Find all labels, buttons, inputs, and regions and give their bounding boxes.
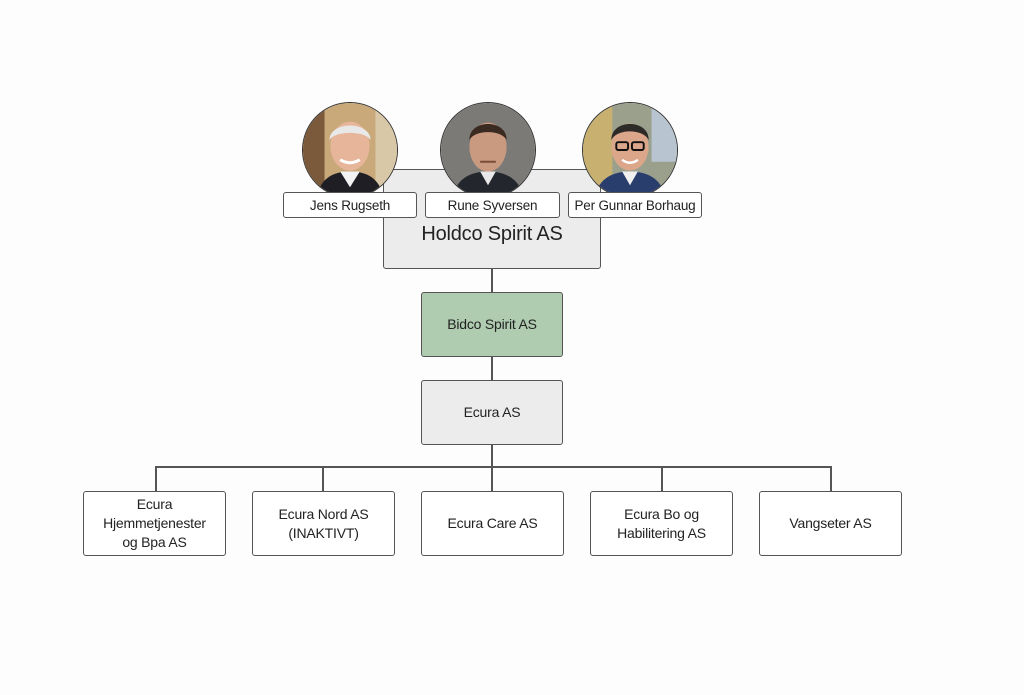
connector-bidco-ecura — [491, 357, 493, 380]
subsidiary-label-line2: (INAKTIVT) — [288, 524, 359, 541]
connector-holdco-bidco — [491, 269, 493, 292]
person-photo-icon — [441, 103, 535, 197]
bidco-node: Bidco Spirit AS — [421, 292, 563, 357]
subsidiary-node-vangseter: Vangseter AS — [759, 491, 902, 556]
subsidiary-node-nord: Ecura Nord AS (INAKTIVT) — [252, 491, 395, 556]
person-photo-icon — [583, 103, 677, 197]
owner-photo-jens-rugseth — [302, 102, 398, 198]
owner-name-per-gunnar-borhaug: Per Gunnar Borhaug — [568, 192, 702, 218]
owner-name-jens-rugseth: Jens Rugseth — [283, 192, 417, 218]
subsidiary-node-bo-habilitering: Ecura Bo og Habilitering AS — [590, 491, 733, 556]
subsidiary-label-line1: Ecura Care AS — [447, 515, 538, 531]
connector-horizontal-bus — [155, 466, 832, 468]
subsidiary-label-line2: Habilitering AS — [617, 524, 706, 541]
subsidiary-label-line2: og Bpa AS — [122, 534, 187, 550]
connector-sub-1 — [155, 466, 157, 491]
holdco-label: Holdco Spirit AS — [421, 222, 563, 245]
subsidiary-node-care: Ecura Care AS — [421, 491, 564, 556]
ecura-node: Ecura AS — [421, 380, 563, 445]
connector-sub-3 — [491, 466, 493, 491]
connector-sub-4 — [661, 466, 663, 491]
connector-sub-2 — [322, 466, 324, 491]
subsidiary-label-line1: Ecura Hjemmetjenester — [103, 496, 206, 531]
subsidiary-label-line1: Vangseter AS — [789, 515, 872, 531]
ecura-label: Ecura AS — [463, 404, 521, 420]
connector-sub-5 — [830, 466, 832, 491]
owner-name-rune-syversen: Rune Syversen — [425, 192, 560, 218]
connector-ecura-bus — [491, 445, 493, 467]
person-photo-icon — [303, 103, 397, 197]
subsidiary-label-line1: Ecura Nord AS — [278, 505, 369, 522]
subsidiary-label-line1: Ecura Bo og — [624, 505, 699, 522]
subsidiary-node-hjemmetjenester: Ecura Hjemmetjenester og Bpa AS — [83, 491, 226, 556]
owner-photo-per-gunnar-borhaug — [582, 102, 678, 198]
bidco-label: Bidco Spirit AS — [447, 316, 537, 332]
owner-photo-rune-syversen — [440, 102, 536, 198]
